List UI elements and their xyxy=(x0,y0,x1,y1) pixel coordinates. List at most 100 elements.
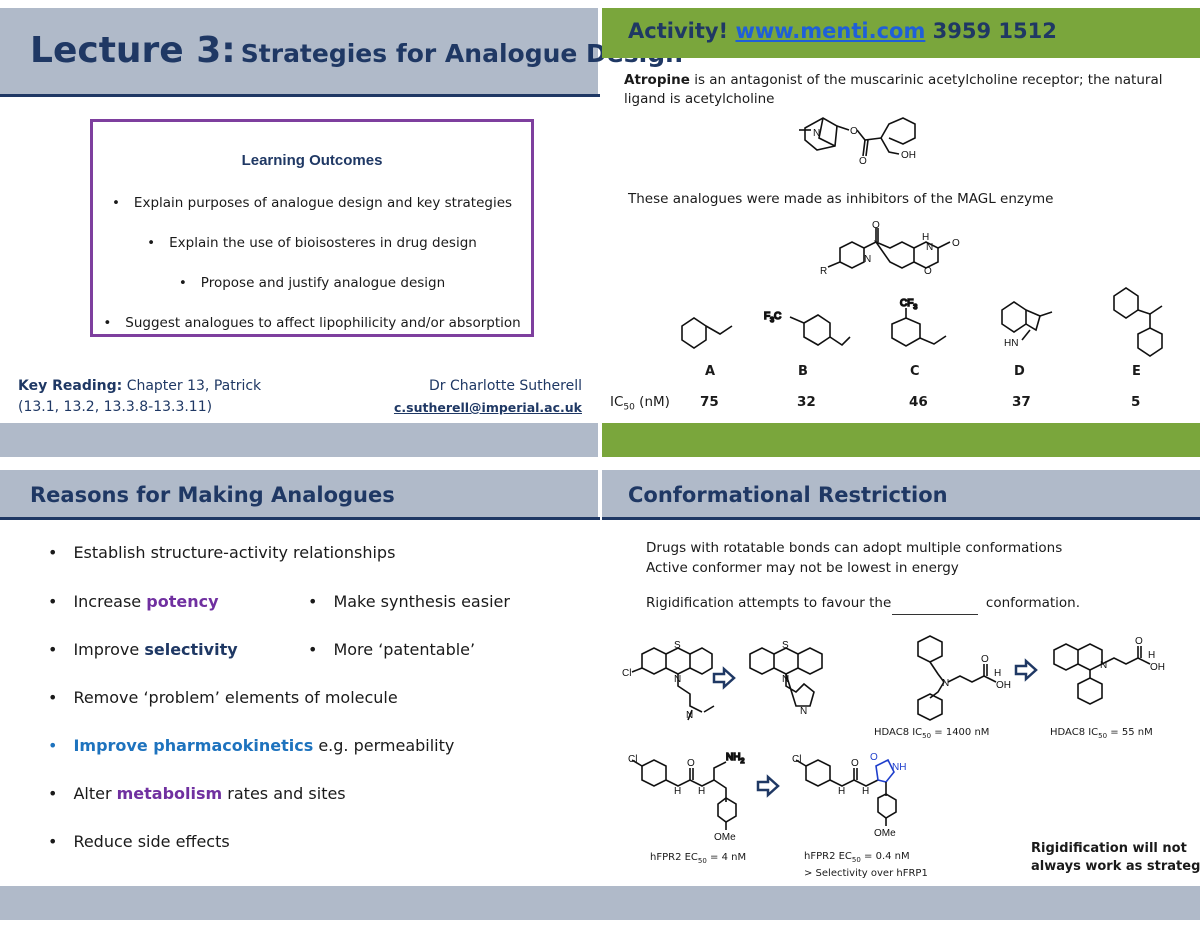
fpr2-flexible-nh2-label: NH2 xyxy=(726,752,744,765)
hdac8-flexible-structure: N O H OH xyxy=(917,635,1011,721)
author-email-link[interactable]: c.sutherell@imperial.ac.uk xyxy=(393,400,582,415)
reasons-title: Reasons for Making Analogues xyxy=(30,483,395,507)
substituent-a-structure xyxy=(681,317,733,349)
top-right-header-band xyxy=(602,8,1200,58)
bottom-right-header-rule xyxy=(602,517,1200,520)
substituent-d-structure: HN xyxy=(1001,301,1053,349)
author-name: Dr Charlotte Sutherell xyxy=(428,378,582,394)
activity-title: Activity! www.menti.com 3959 1512 xyxy=(628,19,1057,43)
atropine-desc-2: ligand is acetylcholine xyxy=(624,91,775,107)
chlorpromazine-s-label: S xyxy=(674,640,681,651)
bottom-left-header-rule xyxy=(0,517,600,520)
reason-item: Remove ‘problem’ elements of molecule xyxy=(48,688,397,707)
reason-item: More ‘patentable’ xyxy=(308,640,475,659)
top-right-footer-band xyxy=(602,423,1200,457)
fpr2-flexible-ome-label: OMe xyxy=(714,832,736,843)
compound-b-ic50: 32 xyxy=(797,394,816,410)
rigidification-arrow-icon xyxy=(1014,658,1038,682)
reason-item: Establish structure-activity relationshi… xyxy=(48,543,395,562)
hdac8-flexible-oh-label: OH xyxy=(996,680,1011,691)
activity-label: Activity! xyxy=(628,19,729,43)
reason-item: Improve pharmacokinetics e.g. permeabili… xyxy=(48,736,454,755)
atropine-structure: N O O OH xyxy=(799,117,916,167)
compound-a-label: A xyxy=(705,364,716,379)
compound-a-ic50: 75 xyxy=(700,394,719,410)
menti-link[interactable]: www.menti.com xyxy=(735,19,926,43)
key-reading: Key Reading: Chapter 13, Patrick (13.1, … xyxy=(18,376,261,418)
rigidification-warning: Rigidification will not always work as s… xyxy=(1031,841,1200,874)
reason-item: Make synthesis easier xyxy=(308,592,510,611)
fpr2-rigid-nh-label-1: H xyxy=(838,786,845,797)
analogues-text: These analogues were made as inhibitors … xyxy=(628,191,1054,207)
chlorpromazine-amine-n-label: N xyxy=(686,710,693,721)
rigidification-arrow-icon xyxy=(756,774,780,798)
chlorpromazine-structure: Cl S N N xyxy=(622,640,715,721)
chlorpromazine-n-label: N xyxy=(674,674,681,685)
substituent-c-structure: CF3 xyxy=(891,297,947,347)
learning-outcomes-title: Learning Outcomes xyxy=(241,152,383,169)
rigid-s-label: S xyxy=(782,640,789,651)
bottom-right-header-band xyxy=(602,470,1200,518)
bottom-footer-band xyxy=(0,886,1200,920)
hdac8-flexible-o-label: O xyxy=(981,654,989,665)
rigid-phenothiazine-structure: S N N xyxy=(749,640,823,717)
magl-n-label: N xyxy=(864,254,871,265)
fpr2-rigid-structure: Cl H H O O NH OMe xyxy=(792,752,906,839)
compound-c-ic50: 46 xyxy=(909,394,928,410)
hdac8-rigid-structure: N O H OH xyxy=(1053,636,1165,705)
fpr2-flexible-nh-label-2: H xyxy=(698,786,705,797)
compound-d-ic50: 37 xyxy=(1012,394,1031,410)
fpr2-rigid-cl-label: Cl xyxy=(792,754,801,765)
key-reading-text: Chapter 13, Patrick xyxy=(126,378,262,394)
atropine-o-label: O xyxy=(850,126,858,137)
author-block: Dr Charlotte Sutherell c.sutherell@imper… xyxy=(394,376,582,419)
atropine-n-label: N xyxy=(813,128,820,139)
conformational-line-2: Active conformer may not be lowest in en… xyxy=(646,560,959,576)
fpr2-flexible-o-label: O xyxy=(687,758,695,769)
learning-outcomes-box: Learning Outcomes Explain purposes of an… xyxy=(90,119,534,337)
substituent-b-structure: F3C xyxy=(763,310,851,347)
key-reading-label: Key Reading: xyxy=(18,378,123,394)
learning-outcome-item: Propose and justify analogue design xyxy=(93,275,531,291)
fpr2-rigid-lactam-nh-label: NH xyxy=(892,762,906,773)
compound-c-label: C xyxy=(910,364,920,379)
learning-outcome-item: Suggest analogues to affect lipophilicit… xyxy=(93,315,531,331)
fpr2-rigid-ec50: hFPR2 EC50 = 0.4 nM > Selectivity over h… xyxy=(804,851,928,879)
top-left-header-band xyxy=(0,8,598,95)
magl-o-label: O xyxy=(872,220,880,231)
magl-nh-n-label: N xyxy=(926,242,933,253)
hdac8-rigid-oh-label: OH xyxy=(1150,662,1165,673)
fill-in-blank[interactable] xyxy=(892,614,978,615)
magl-h-label: H xyxy=(922,232,929,243)
hdac8-rigid-ic50: HDAC8 IC50 = 55 nM xyxy=(1050,727,1153,740)
compound-b-label: B xyxy=(798,364,808,379)
hdac8-flexible-h-label: H xyxy=(994,668,1001,679)
substituent-b-f3c-label: F3C xyxy=(764,311,781,324)
bottom-left-header-band xyxy=(0,470,598,518)
hdac8-rigid-o-label: O xyxy=(1135,636,1143,647)
menti-code: 3959 1512 xyxy=(932,19,1057,43)
fpr2-flexible-ec50: hFPR2 EC50 = 4 nM xyxy=(650,852,747,865)
atropine-text: Atropine is an antagonist of the muscari… xyxy=(624,71,1162,109)
atropine-oh-label: OH xyxy=(901,150,916,161)
compound-e-label: E xyxy=(1132,364,1141,379)
hdac8-rigid-h-label: H xyxy=(1148,650,1155,661)
magl-ring-o-label: O xyxy=(952,238,960,249)
substituent-c-cf3-label: CF3 xyxy=(900,298,917,311)
compound-e-ic50: 5 xyxy=(1131,394,1141,410)
substituent-d-hn-label: HN xyxy=(1004,338,1018,349)
fpr2-flexible-cl-label: Cl xyxy=(628,754,637,765)
fpr2-rigid-nh-label-2: H xyxy=(862,786,869,797)
conformational-line-3: Rigidification attempts to favour the co… xyxy=(646,595,1081,611)
magl-core-structure: R N O H N O O xyxy=(820,220,960,277)
reason-item: Alter metabolism rates and sites xyxy=(48,784,345,803)
reason-item: Increase potency xyxy=(48,592,218,611)
learning-outcome-item: Explain the use of bioisosteres in drug … xyxy=(93,235,531,251)
fpr2-flexible-nh-label-1: H xyxy=(674,786,681,797)
conformational-title: Conformational Restriction xyxy=(628,483,948,507)
atropine-carbonyl-o-label: O xyxy=(859,156,867,167)
ic50-label: IC50 (nM) xyxy=(610,394,670,413)
learning-outcome-item: Explain purposes of analogue design and … xyxy=(93,195,531,211)
lecture-number: Lecture 3: xyxy=(30,30,236,71)
top-left-footer-band xyxy=(0,423,598,457)
